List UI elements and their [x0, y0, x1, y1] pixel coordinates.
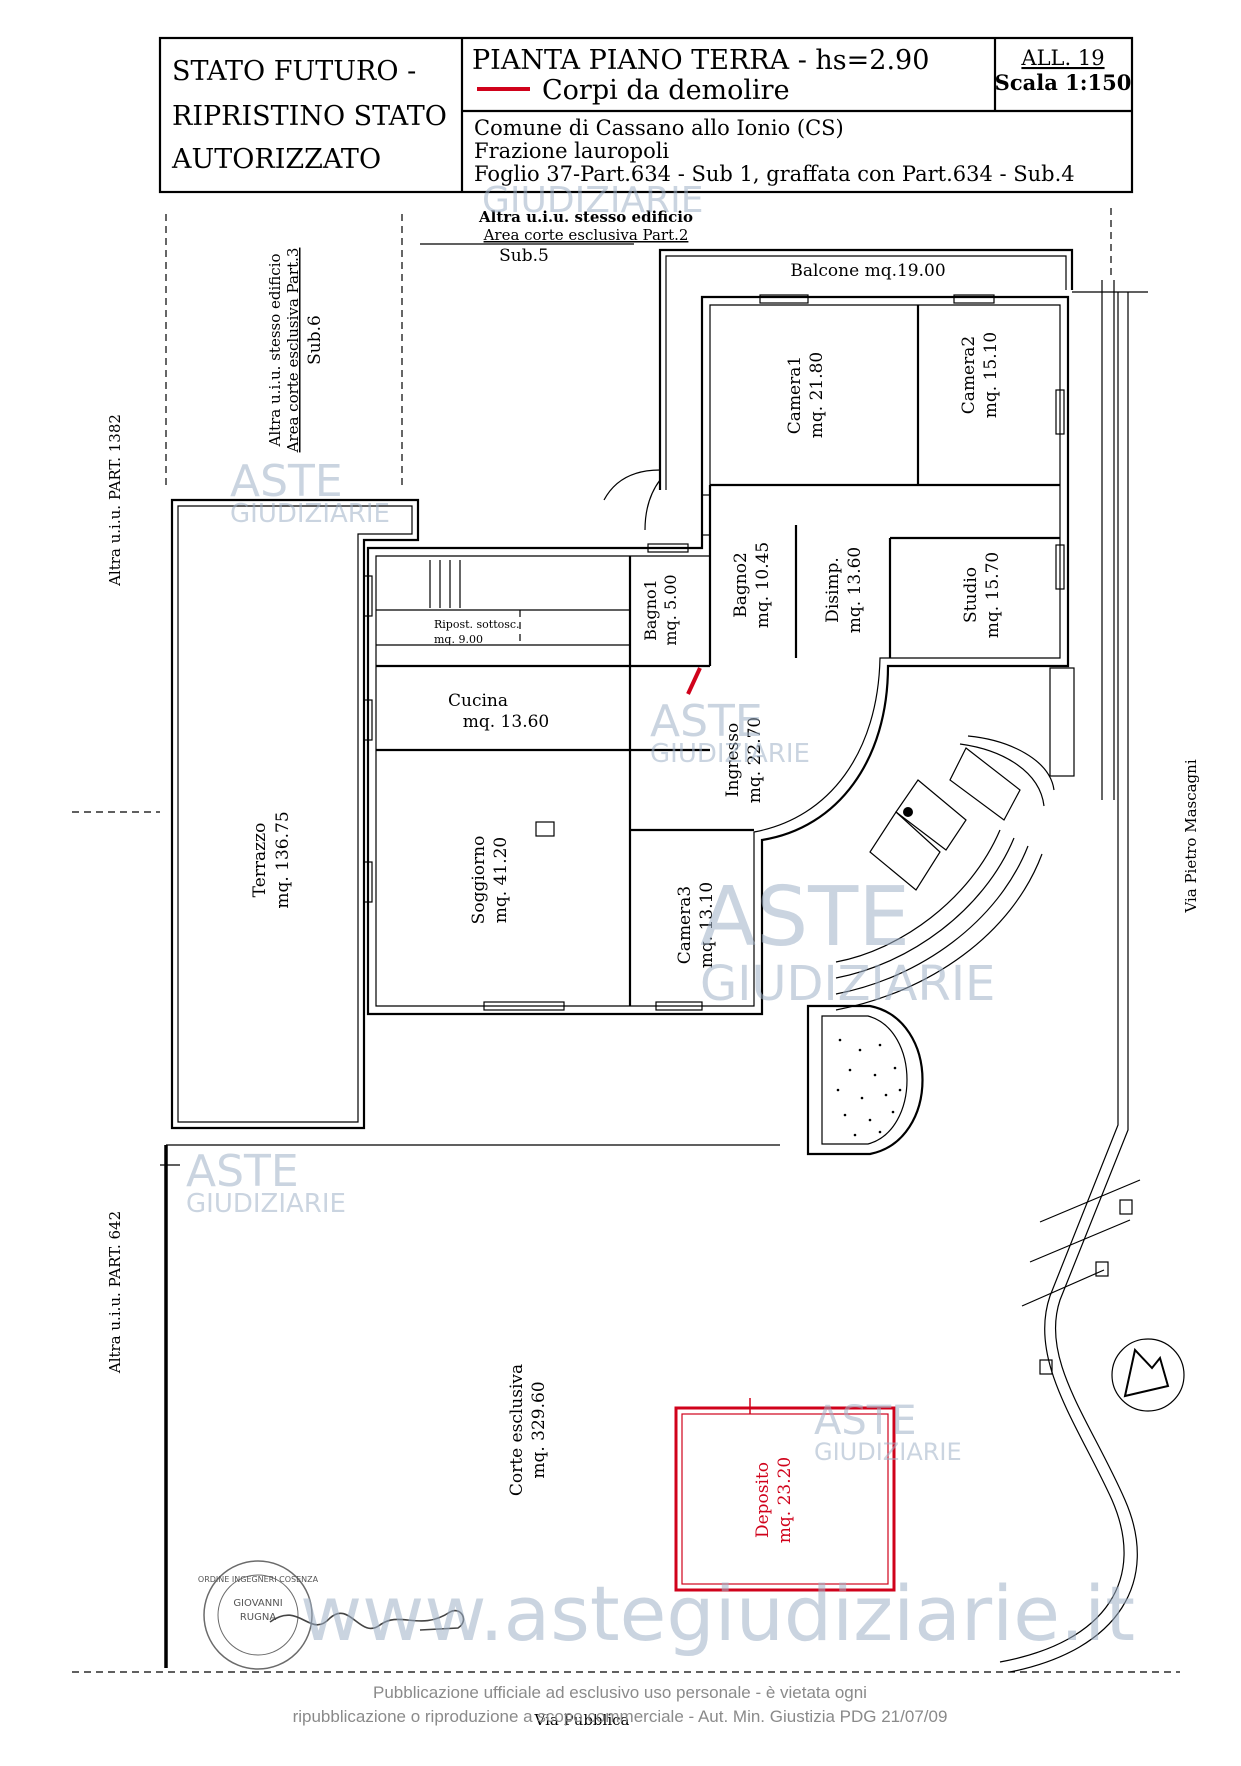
north-arrow-icon — [1111, 1338, 1185, 1412]
room-labels: Camera1 mq. 21.80 Camera2 mq. 15.10 Bagn… — [434, 332, 1003, 968]
courtyard: Corte esclusiva mq. 329.60 — [507, 1364, 549, 1496]
cadastral-reference: Foglio 37-Part.634 - Sub 1, graffata con… — [474, 162, 1075, 186]
left-part-1382: Altra u.i.u. PART. 1382 — [106, 414, 124, 587]
camera1-area: mq. 21.80 — [807, 352, 827, 438]
balcone-label: Balcone mq.19.00 — [790, 261, 945, 281]
watermark-aste-5: ASTE — [814, 1398, 916, 1444]
ripost-area: mq. 9.00 — [434, 633, 483, 646]
stamp-text-2: GIOVANNI — [233, 1598, 282, 1609]
soggiorno-name: Soggiorno — [469, 836, 489, 925]
state-line-3: AUTORIZZATO — [171, 144, 381, 175]
boundaries: Altra u.i.u. stesso edificio Area corte … — [72, 208, 1200, 1729]
disimp-name: Disimp. — [823, 557, 843, 623]
top-neighbor-label-1: Altra u.i.u. stesso edificio — [478, 208, 693, 226]
watermark-giudiziarie-1: GIUDIZIARIE — [230, 499, 390, 529]
stamp-text-1: ORDINE INGEGNERI COSENZA — [198, 1575, 319, 1584]
footer-notice: Pubblicazione ufficiale ad esclusivo uso… — [293, 1683, 948, 1726]
cucina-area: mq. 13.60 — [463, 712, 549, 732]
ripost-name: Ripost. sottosc. — [434, 618, 520, 631]
corte-area: mq. 329.60 — [529, 1381, 549, 1478]
top-neighbor-label-2: Area corte esclusiva Part.2 — [483, 226, 689, 244]
camera3-name: Camera3 — [675, 886, 695, 964]
street-right: Via Pietro Mascagni — [1182, 759, 1200, 913]
stamp-text-3: RUGNA — [240, 1612, 276, 1623]
disimp-area: mq. 13.60 — [845, 547, 865, 633]
state-line-2: RIPRISTINO STATO — [172, 101, 447, 132]
hamlet: Frazione lauropoli — [474, 139, 669, 163]
watermark-aste-4: ASTE — [186, 1146, 299, 1197]
camera2-name: Camera2 — [959, 336, 979, 414]
demolition-mark — [686, 667, 702, 695]
watermark-giudiziarie-6: GIUDIZIARIE — [814, 1438, 962, 1466]
left-upper-label-1: Altra u.i.u. stesso edificio — [266, 253, 284, 447]
footer-line-2: ripubblicazione o riproduzione a scopo c… — [293, 1707, 948, 1726]
watermark-giudiziarie-2: GIUDIZIARIE — [482, 180, 703, 221]
attachment-number: ALL. 19 — [1020, 46, 1104, 70]
bagno2-area: mq. 10.45 — [753, 542, 773, 628]
watermark-giudiziarie-3: GIUDIZIARIE — [650, 739, 810, 769]
studio-name: Studio — [961, 567, 981, 623]
legend-label: Corpi da demolire — [542, 75, 790, 106]
left-upper-sub: Sub.6 — [305, 315, 325, 365]
left-part-642: Altra u.i.u. PART. 642 — [106, 1211, 124, 1374]
courtyard-outline — [164, 280, 1148, 1673]
scale-label: Scala 1:150 — [995, 70, 1132, 95]
terrazzo-name: Terrazzo — [250, 823, 270, 898]
deposito-area: mq. 23.20 — [775, 1457, 795, 1543]
left-upper-label-2: Area corte esclusiva Part.3 — [284, 248, 302, 454]
studio-area: mq. 15.70 — [983, 552, 1003, 638]
deposito: Deposito mq. 23.20 — [674, 1398, 896, 1592]
cucina-name: Cucina — [448, 691, 508, 711]
deposito-name: Deposito — [753, 1462, 773, 1538]
watermark-aste-2: ASTE — [650, 696, 763, 747]
corte-name: Corte esclusiva — [507, 1364, 527, 1496]
watermark-giudiziarie-5: GIUDIZIARIE — [186, 1189, 346, 1219]
bagno1-name: Bagno1 — [641, 579, 660, 641]
footer-line-1: Pubblicazione ufficiale ad esclusivo uso… — [373, 1683, 867, 1702]
watermark-giudiziarie-4: GIUDIZIARIE — [700, 956, 995, 1012]
signature — [269, 1609, 465, 1631]
terrazzo-area: mq. 136.75 — [273, 811, 293, 908]
entrance-steps — [835, 667, 1075, 1011]
ingresso-area: mq. 22.70 — [745, 717, 765, 803]
watermark-aste-1: ASTE — [230, 456, 343, 507]
camera2-area: mq. 15.10 — [981, 332, 1001, 418]
engineer-stamp: ORDINE INGEGNERI COSENZA GIOVANNI RUGNA — [198, 1560, 319, 1670]
top-neighbor-sub: Sub.5 — [499, 246, 549, 266]
soggiorno-area: mq. 41.20 — [491, 837, 511, 923]
ingresso-name: Ingresso — [723, 723, 743, 797]
state-line-1: STATO FUTURO - — [172, 56, 416, 87]
bagno1-area: mq. 5.00 — [661, 574, 680, 645]
plan-title: PIANTA PIANO TERRA - hs=2.90 — [472, 45, 929, 76]
watermark-site: www.astegiudiziarie.it — [300, 1569, 1135, 1658]
title-block: STATO FUTURO - RIPRISTINO STATO AUTORIZZ… — [158, 36, 1134, 194]
building-walls — [363, 294, 1070, 1016]
municipality: Comune di Cassano allo Ionio (CS) — [474, 116, 844, 140]
terrace: Terrazzo mq. 136.75 — [170, 498, 420, 1130]
camera1-name: Camera1 — [785, 356, 805, 434]
balcony: Balcone mq.19.00 — [603, 248, 1074, 531]
camera3-area: mq. 13.10 — [697, 882, 717, 968]
watermarks: ASTE GIUDIZIARIE GIUDIZIARIE ASTE GIUDIZ… — [186, 180, 1135, 1658]
street-bottom: Via Pubblica — [534, 1711, 630, 1729]
bagno2-name: Bagno2 — [731, 552, 751, 618]
watermark-aste-3: ASTE — [700, 870, 910, 965]
planter — [806, 1004, 924, 1156]
